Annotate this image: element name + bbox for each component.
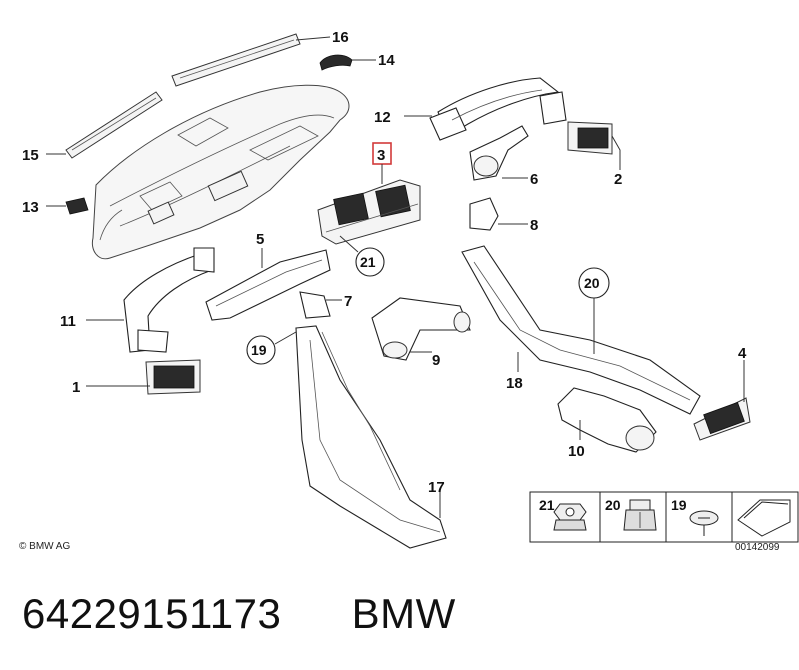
- part-2-side-vent: [567, 121, 613, 155]
- callout-1: 1: [72, 379, 80, 396]
- part-number: 64229151173: [22, 590, 282, 637]
- callout-9: 9: [432, 352, 440, 369]
- callout-19: 19: [251, 342, 267, 358]
- part-6-elbow-duct: [469, 125, 529, 181]
- part-16-trim-strip: [171, 33, 301, 87]
- clip-nut-icon: [623, 499, 657, 531]
- fastener-legend: 21 20 19: [529, 491, 799, 543]
- screw-icon: [689, 510, 719, 536]
- part-7-bracket: [299, 291, 331, 319]
- callout-2: 2: [614, 171, 622, 188]
- callout-13: 13: [22, 199, 39, 216]
- brand-name: BMW: [351, 590, 456, 637]
- callout-3: 3: [377, 147, 385, 164]
- nut-icon: [553, 503, 587, 531]
- part-18-rear-duct: [461, 245, 701, 415]
- part-11-duct: [123, 247, 215, 353]
- callout-7: 7: [344, 293, 352, 310]
- diagram-number: 00142099: [735, 542, 780, 553]
- legend-20-label: 20: [605, 497, 621, 513]
- callout-20: 20: [584, 275, 600, 291]
- part-8-connector: [469, 197, 499, 231]
- legend-19-label: 19: [671, 497, 687, 513]
- callout-5: 5: [256, 231, 264, 248]
- part-15-trim-strip: [65, 91, 163, 159]
- part-9-duct: [371, 297, 471, 361]
- copyright-label: © BMW AG: [19, 541, 71, 552]
- part-5-duct: [205, 249, 331, 321]
- callout-21: 21: [360, 254, 376, 270]
- callout-17: 17: [428, 479, 445, 496]
- callout-6: 6: [530, 171, 538, 188]
- part-13-small-vent: [65, 197, 89, 215]
- part-1-side-vent: [145, 359, 201, 395]
- callout-10: 10: [568, 443, 585, 460]
- callout-15: 15: [22, 147, 39, 164]
- callout-21-circle: [355, 247, 385, 277]
- legend-21-label: 21: [539, 497, 555, 513]
- part-4-rear-vent: [693, 397, 751, 441]
- part-number-line: 64229151173 BMW: [22, 590, 456, 638]
- callout-8: 8: [530, 217, 538, 234]
- arrow-icon: [737, 499, 791, 537]
- part-3-center-vent: [317, 179, 421, 245]
- part-12-duct: [429, 77, 567, 141]
- callout-11: 11: [60, 313, 76, 330]
- callout-4: 4: [738, 345, 747, 362]
- callout-12: 12: [374, 109, 391, 126]
- dashboard-illustration: [91, 84, 350, 260]
- callout-19-circle: [246, 335, 276, 365]
- callout-18: 18: [506, 375, 523, 392]
- callout-16: 16: [332, 29, 349, 46]
- callout-14: 14: [378, 52, 395, 69]
- part-17-floor-duct: [295, 325, 447, 549]
- part-14-small-grille: [319, 54, 353, 71]
- part-10-duct: [557, 387, 657, 453]
